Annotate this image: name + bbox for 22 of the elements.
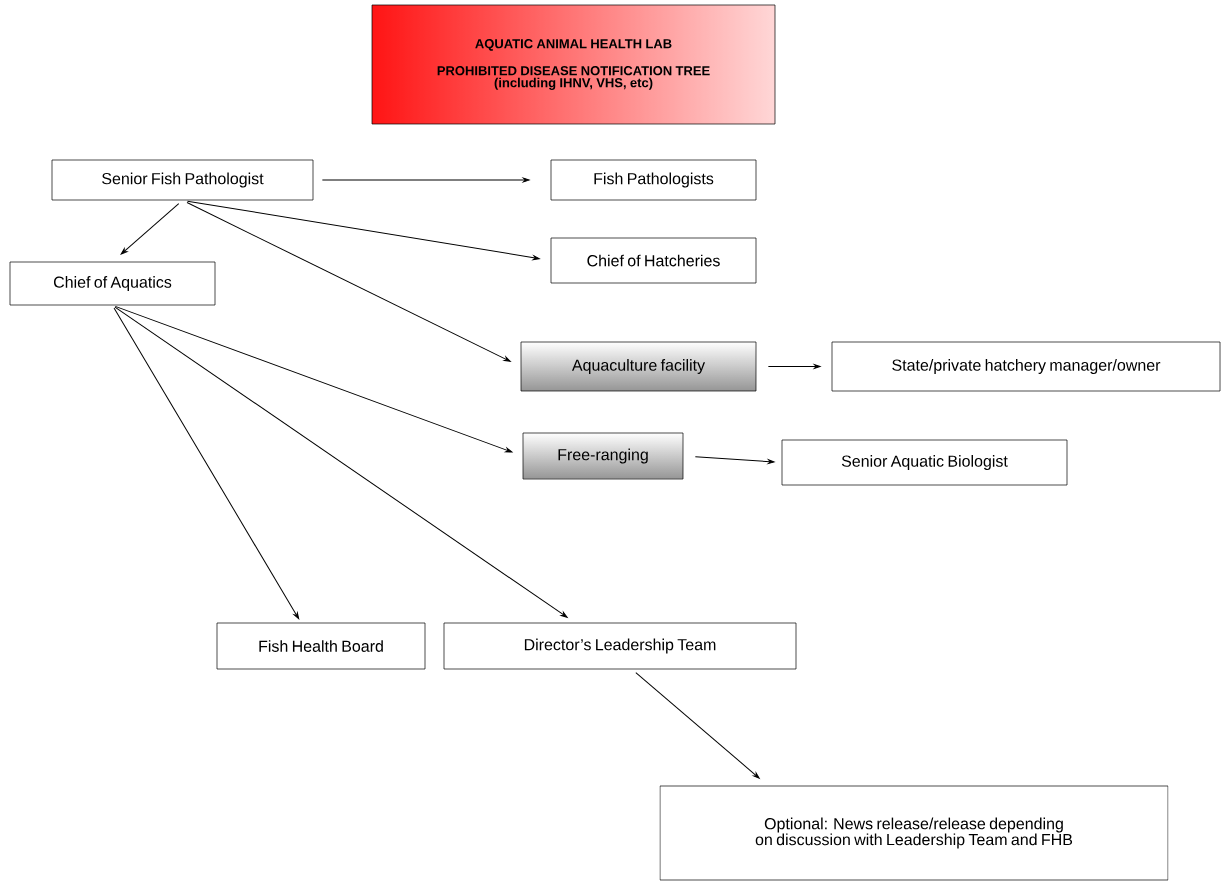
role-box: Fish Health Board: [216, 622, 426, 670]
arrow: [635, 672, 760, 779]
role-box: Chief of Hatcheries: [550, 237, 757, 284]
arrow: [321, 177, 530, 183]
role-box: Director’s Leadership Team: [443, 622, 797, 670]
role-box: Fish Pathologists: [550, 159, 757, 201]
arrow: [114, 306, 568, 618]
arrow: [694, 456, 775, 465]
arrow: [114, 305, 513, 453]
category-box: Free-ranging: [522, 432, 684, 480]
arrow: [767, 364, 821, 369]
category-box: Aquaculture facility: [520, 341, 757, 392]
role-box: Chief of Aquatics: [9, 261, 216, 306]
arrow: [186, 200, 540, 261]
role-box: Senior Fish Pathologist: [51, 159, 314, 201]
arrow: [113, 307, 300, 620]
arrow: [186, 202, 511, 362]
arrow: [120, 203, 180, 255]
role-box: State/private hatchery manager/owner: [831, 341, 1221, 392]
role-box: Senior Aquatic Biologist: [781, 439, 1068, 486]
title-box: AQUATIC ANIMAL HEALTH LAB PROHIBITED DISEASE NOTIFICATION TREE (including IHNV, VHS, etc): [371, 4, 776, 125]
role-box: Optional: News release/release depending on discussion with Leadership Team and FHB: [659, 785, 1169, 881]
